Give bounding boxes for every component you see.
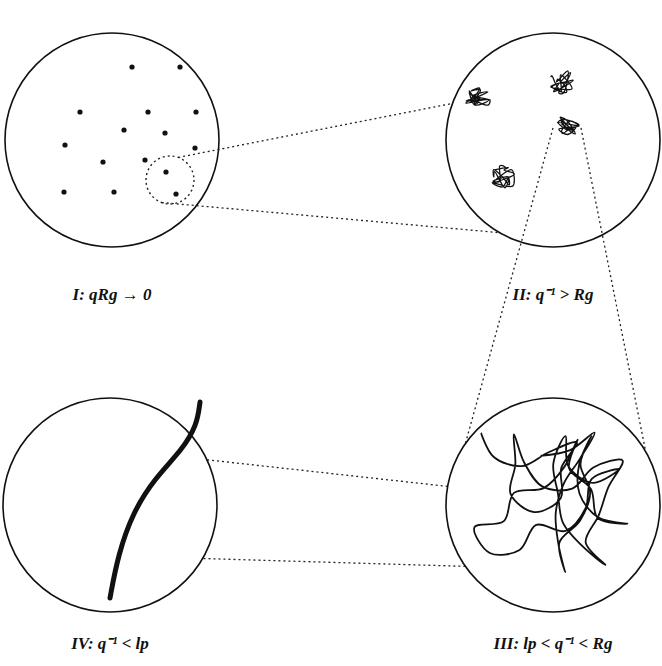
particle-dot — [142, 157, 147, 162]
regime-circle: II: q⁻¹ > Rg — [444, 31, 662, 307]
particle-dot — [192, 145, 197, 150]
particle-dot — [193, 109, 198, 114]
polymer-coil — [492, 165, 514, 187]
particle-dot — [61, 189, 66, 194]
circle-outline — [3, 31, 221, 249]
circle-outline — [444, 396, 662, 614]
regime-circle: IV: q⁻¹ < lp — [1, 396, 219, 656]
circle-outline — [1, 396, 219, 614]
circle-border — [446, 33, 660, 247]
particle-dot — [162, 130, 167, 135]
regime-label: II: q⁻¹ > Rg — [510, 285, 597, 305]
polymer-coil — [557, 117, 579, 134]
particle-dot — [163, 169, 168, 174]
point-particles — [61, 64, 198, 196]
regime-label: I: qRg → 0 — [70, 285, 155, 305]
particle-dot — [173, 191, 178, 196]
regime-circle: III: lp < q⁻¹ < Rg — [444, 396, 662, 656]
particle-dot — [77, 109, 82, 114]
zoom-region — [146, 156, 194, 204]
particle-dot — [121, 127, 126, 132]
particle-dot — [129, 64, 134, 69]
circle-border — [5, 33, 219, 247]
particle-dot — [145, 109, 150, 114]
zoom-line — [162, 103, 500, 232]
circle-outline — [444, 31, 662, 249]
regime-label: III: lp < q⁻¹ < Rg — [491, 634, 616, 654]
polymer-coil — [466, 88, 490, 105]
particle-dot — [62, 142, 67, 147]
polymer-coil — [551, 71, 574, 94]
particle-dot — [100, 159, 105, 164]
particle-dot — [177, 64, 182, 69]
polymer-chain — [474, 430, 627, 572]
regime-label: IV: q⁻¹ < lp — [68, 634, 152, 654]
zoom-line — [465, 128, 645, 452]
chain-segment — [110, 402, 200, 598]
circle-border — [446, 398, 660, 612]
zoom-line — [203, 460, 466, 567]
particle-dot — [111, 189, 116, 194]
regime-circle: I: qRg → 0 — [3, 31, 221, 307]
circle-border — [3, 398, 217, 612]
